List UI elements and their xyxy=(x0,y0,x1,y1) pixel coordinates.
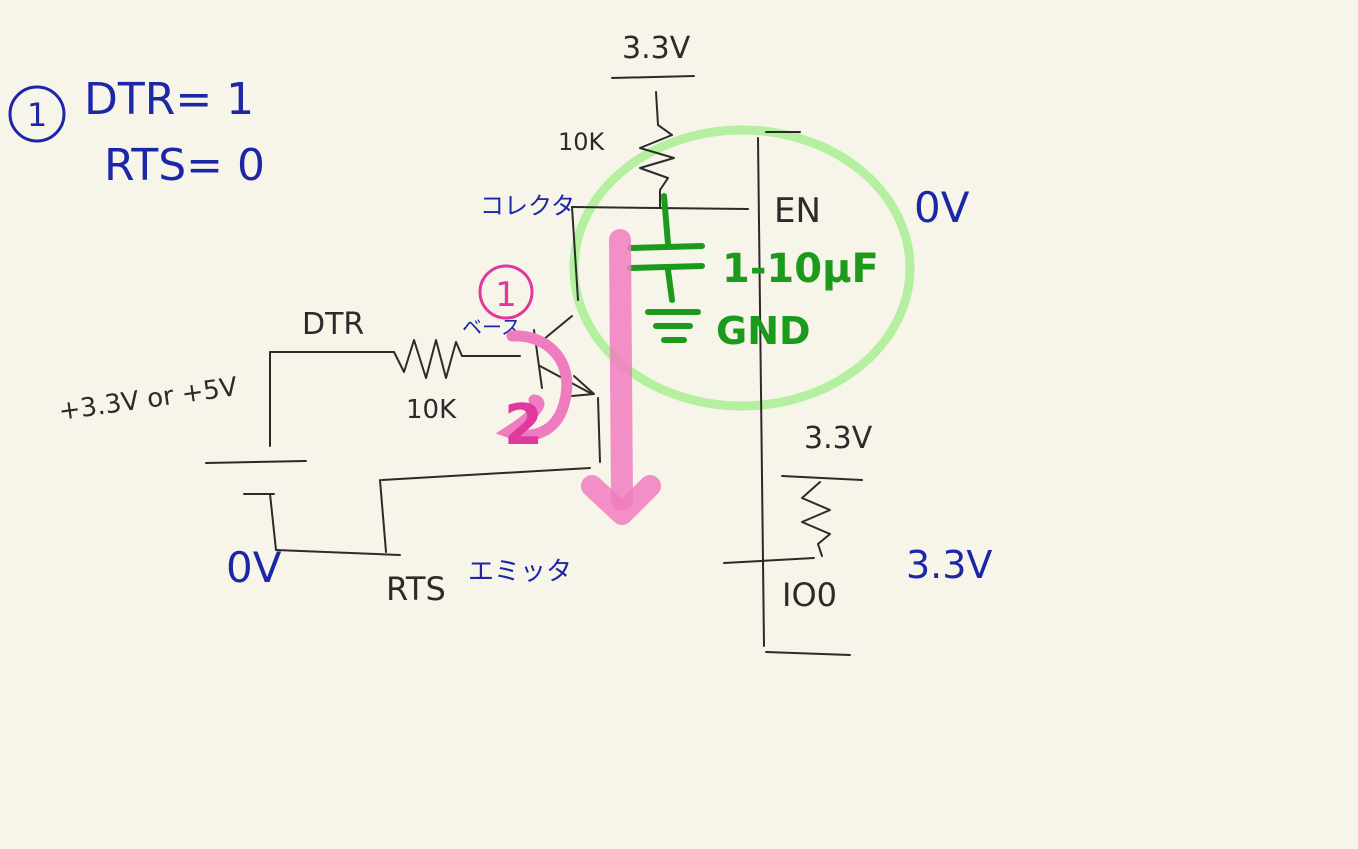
pullup-resistor-label: 10K xyxy=(558,128,606,156)
collector-wire xyxy=(571,206,579,301)
en-highlight-circle xyxy=(569,125,915,411)
cap-bottom-lead xyxy=(665,267,675,303)
supply-label: +3.3V or +5V xyxy=(57,372,240,427)
step-number: 1 xyxy=(27,96,47,134)
supply-branch: +3.3V or +5V DTR 10K 0V xyxy=(57,307,521,592)
state-note: 1 DTR= 1 RTS= 0 xyxy=(8,74,265,191)
base-resistor xyxy=(393,339,521,379)
en-label: EN xyxy=(774,191,821,231)
battery-plate-long xyxy=(205,460,307,464)
emitter-label: エミッタ xyxy=(468,557,572,587)
step-one-circle xyxy=(478,264,534,320)
en-capacitor: 1-10μF GND xyxy=(627,193,879,353)
io0-pullup: 3.3V IO0 3.3V xyxy=(723,421,992,614)
pullup-resistor xyxy=(639,91,675,209)
cap-top-lead xyxy=(661,193,671,247)
en-pullup: 3.3V 10K xyxy=(558,31,695,209)
rts-vertical xyxy=(379,479,387,553)
io0-resistor xyxy=(801,481,831,557)
base-resistor-label: 10K xyxy=(406,395,457,425)
collector-label: コレクタ xyxy=(480,192,575,220)
current-flow-annotations: 1 2 xyxy=(478,229,661,525)
cap-plate-bottom xyxy=(627,263,705,271)
rts-label: RTS xyxy=(386,570,446,608)
emitter-arrow xyxy=(571,375,595,397)
module-edge xyxy=(757,137,765,647)
io0-voltage-label: 3.3V xyxy=(906,543,992,587)
top-3v3-label: 3.3V xyxy=(622,31,691,66)
gnd-label: GND xyxy=(716,309,811,353)
step-two-label: 2 xyxy=(504,393,543,458)
rts-branch: RTS エミッタ xyxy=(379,467,591,608)
mid-3v3-label: 3.3V xyxy=(804,421,873,456)
io0-rail xyxy=(781,475,863,481)
rts-state: RTS= 0 xyxy=(104,140,265,191)
io0-wire xyxy=(723,557,815,564)
dtr-state: DTR= 1 xyxy=(84,74,254,125)
cap-plate-top xyxy=(627,243,705,251)
module-bottom xyxy=(765,651,851,656)
step-two-arrow xyxy=(495,330,573,441)
cap-value-label: 1-10μF xyxy=(722,246,879,292)
ground-return-wire xyxy=(275,549,401,556)
io0-label: IO0 xyxy=(782,576,837,614)
discharge-arrow-shaft xyxy=(609,229,633,511)
step-one-label: 1 xyxy=(495,275,517,315)
rts-wire xyxy=(381,467,591,481)
en-voltage-label: 0V xyxy=(914,183,970,232)
discharge-arrow-head xyxy=(581,475,661,525)
en-wire xyxy=(571,206,749,210)
en-net: コレクタ EN 0V xyxy=(480,183,970,301)
battery-lead xyxy=(269,493,277,551)
top-rail xyxy=(611,75,695,79)
emitter-wire xyxy=(597,397,601,463)
left-0v-label: 0V xyxy=(226,543,282,592)
step-number-circle xyxy=(8,85,66,143)
dtr-label: DTR xyxy=(302,307,364,342)
